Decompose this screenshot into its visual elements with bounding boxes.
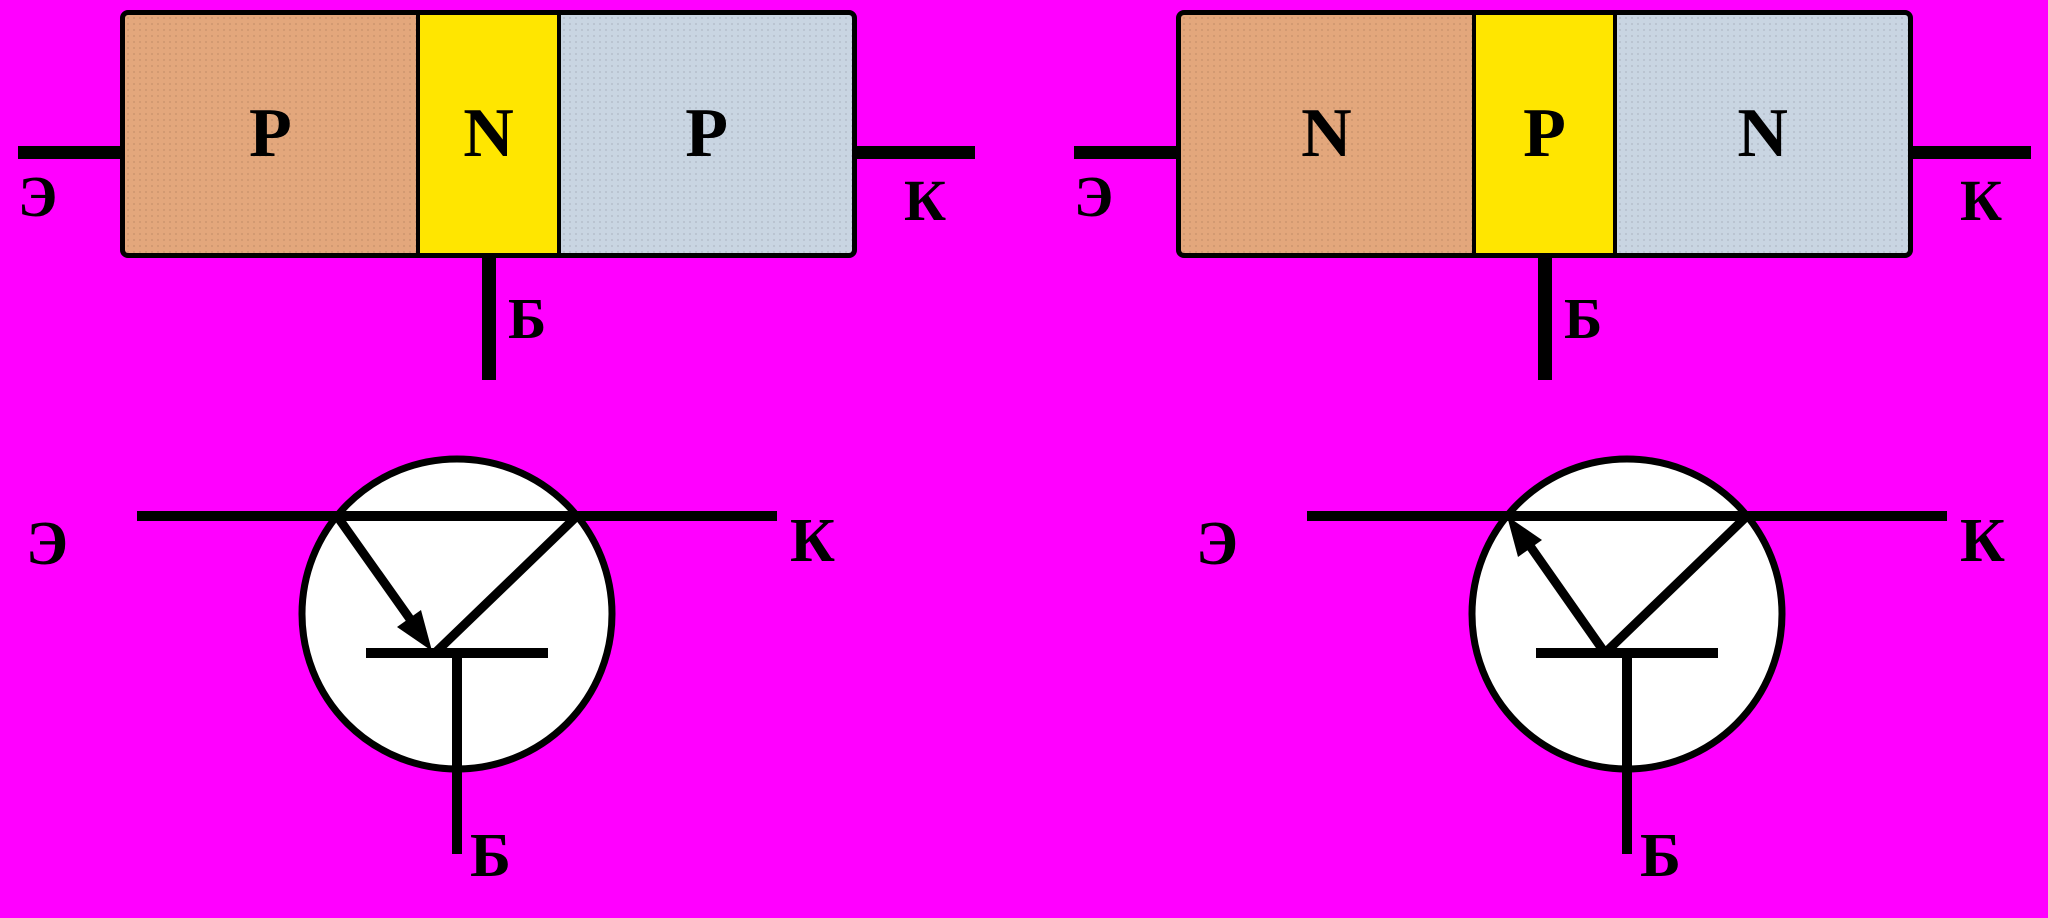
emitter-lead [1074, 146, 1180, 159]
collector-segment [1601, 512, 1751, 657]
emitter-lead [18, 146, 124, 159]
transistor-body: N P N [1176, 10, 1913, 258]
base-lead [1538, 254, 1552, 380]
emitter-label: Э [18, 164, 58, 229]
base-label: Б [1640, 822, 1681, 890]
emitter-arrow-icon [1507, 516, 1542, 557]
emitter-segment [1526, 543, 1609, 656]
region-label: P [685, 95, 728, 172]
collector-segment [431, 512, 581, 657]
npn-structure-diagram: N P N Э К Б [1074, 8, 2048, 398]
base-label: Б [508, 286, 547, 351]
region-emitter: P [125, 15, 416, 253]
base-label: Б [1564, 286, 1603, 351]
region-label: N [463, 95, 514, 172]
region-base: N [415, 15, 562, 253]
region-base: P [1471, 15, 1618, 253]
region-label: N [1737, 95, 1788, 172]
region-collector: P [561, 15, 852, 253]
region-label: P [1523, 95, 1566, 172]
region-collector: N [1617, 15, 1908, 253]
collector-label: К [1960, 507, 2005, 575]
base-lead [482, 254, 496, 380]
collector-lead [1909, 146, 2031, 159]
collector-label: К [904, 168, 947, 233]
transistor-body: P N P [120, 10, 857, 258]
collector-lead [853, 146, 975, 159]
base-label: Б [470, 822, 511, 890]
emitter-segment [333, 513, 414, 622]
collector-label: К [1960, 168, 2003, 233]
region-label: P [249, 95, 292, 172]
emitter-label: Э [1074, 164, 1114, 229]
collector-label: К [790, 507, 835, 575]
pnp-structure-diagram: P N P Э К Б [18, 8, 1018, 398]
pnp-symbol-diagram: Э К Б [26, 455, 835, 890]
emitter-label: Э [26, 510, 68, 578]
region-emitter: N [1181, 15, 1472, 253]
region-label: N [1301, 95, 1352, 172]
npn-symbol-diagram: Э К Б [1196, 455, 2005, 890]
emitter-arrow-icon [397, 610, 432, 651]
emitter-label: Э [1196, 510, 1238, 578]
